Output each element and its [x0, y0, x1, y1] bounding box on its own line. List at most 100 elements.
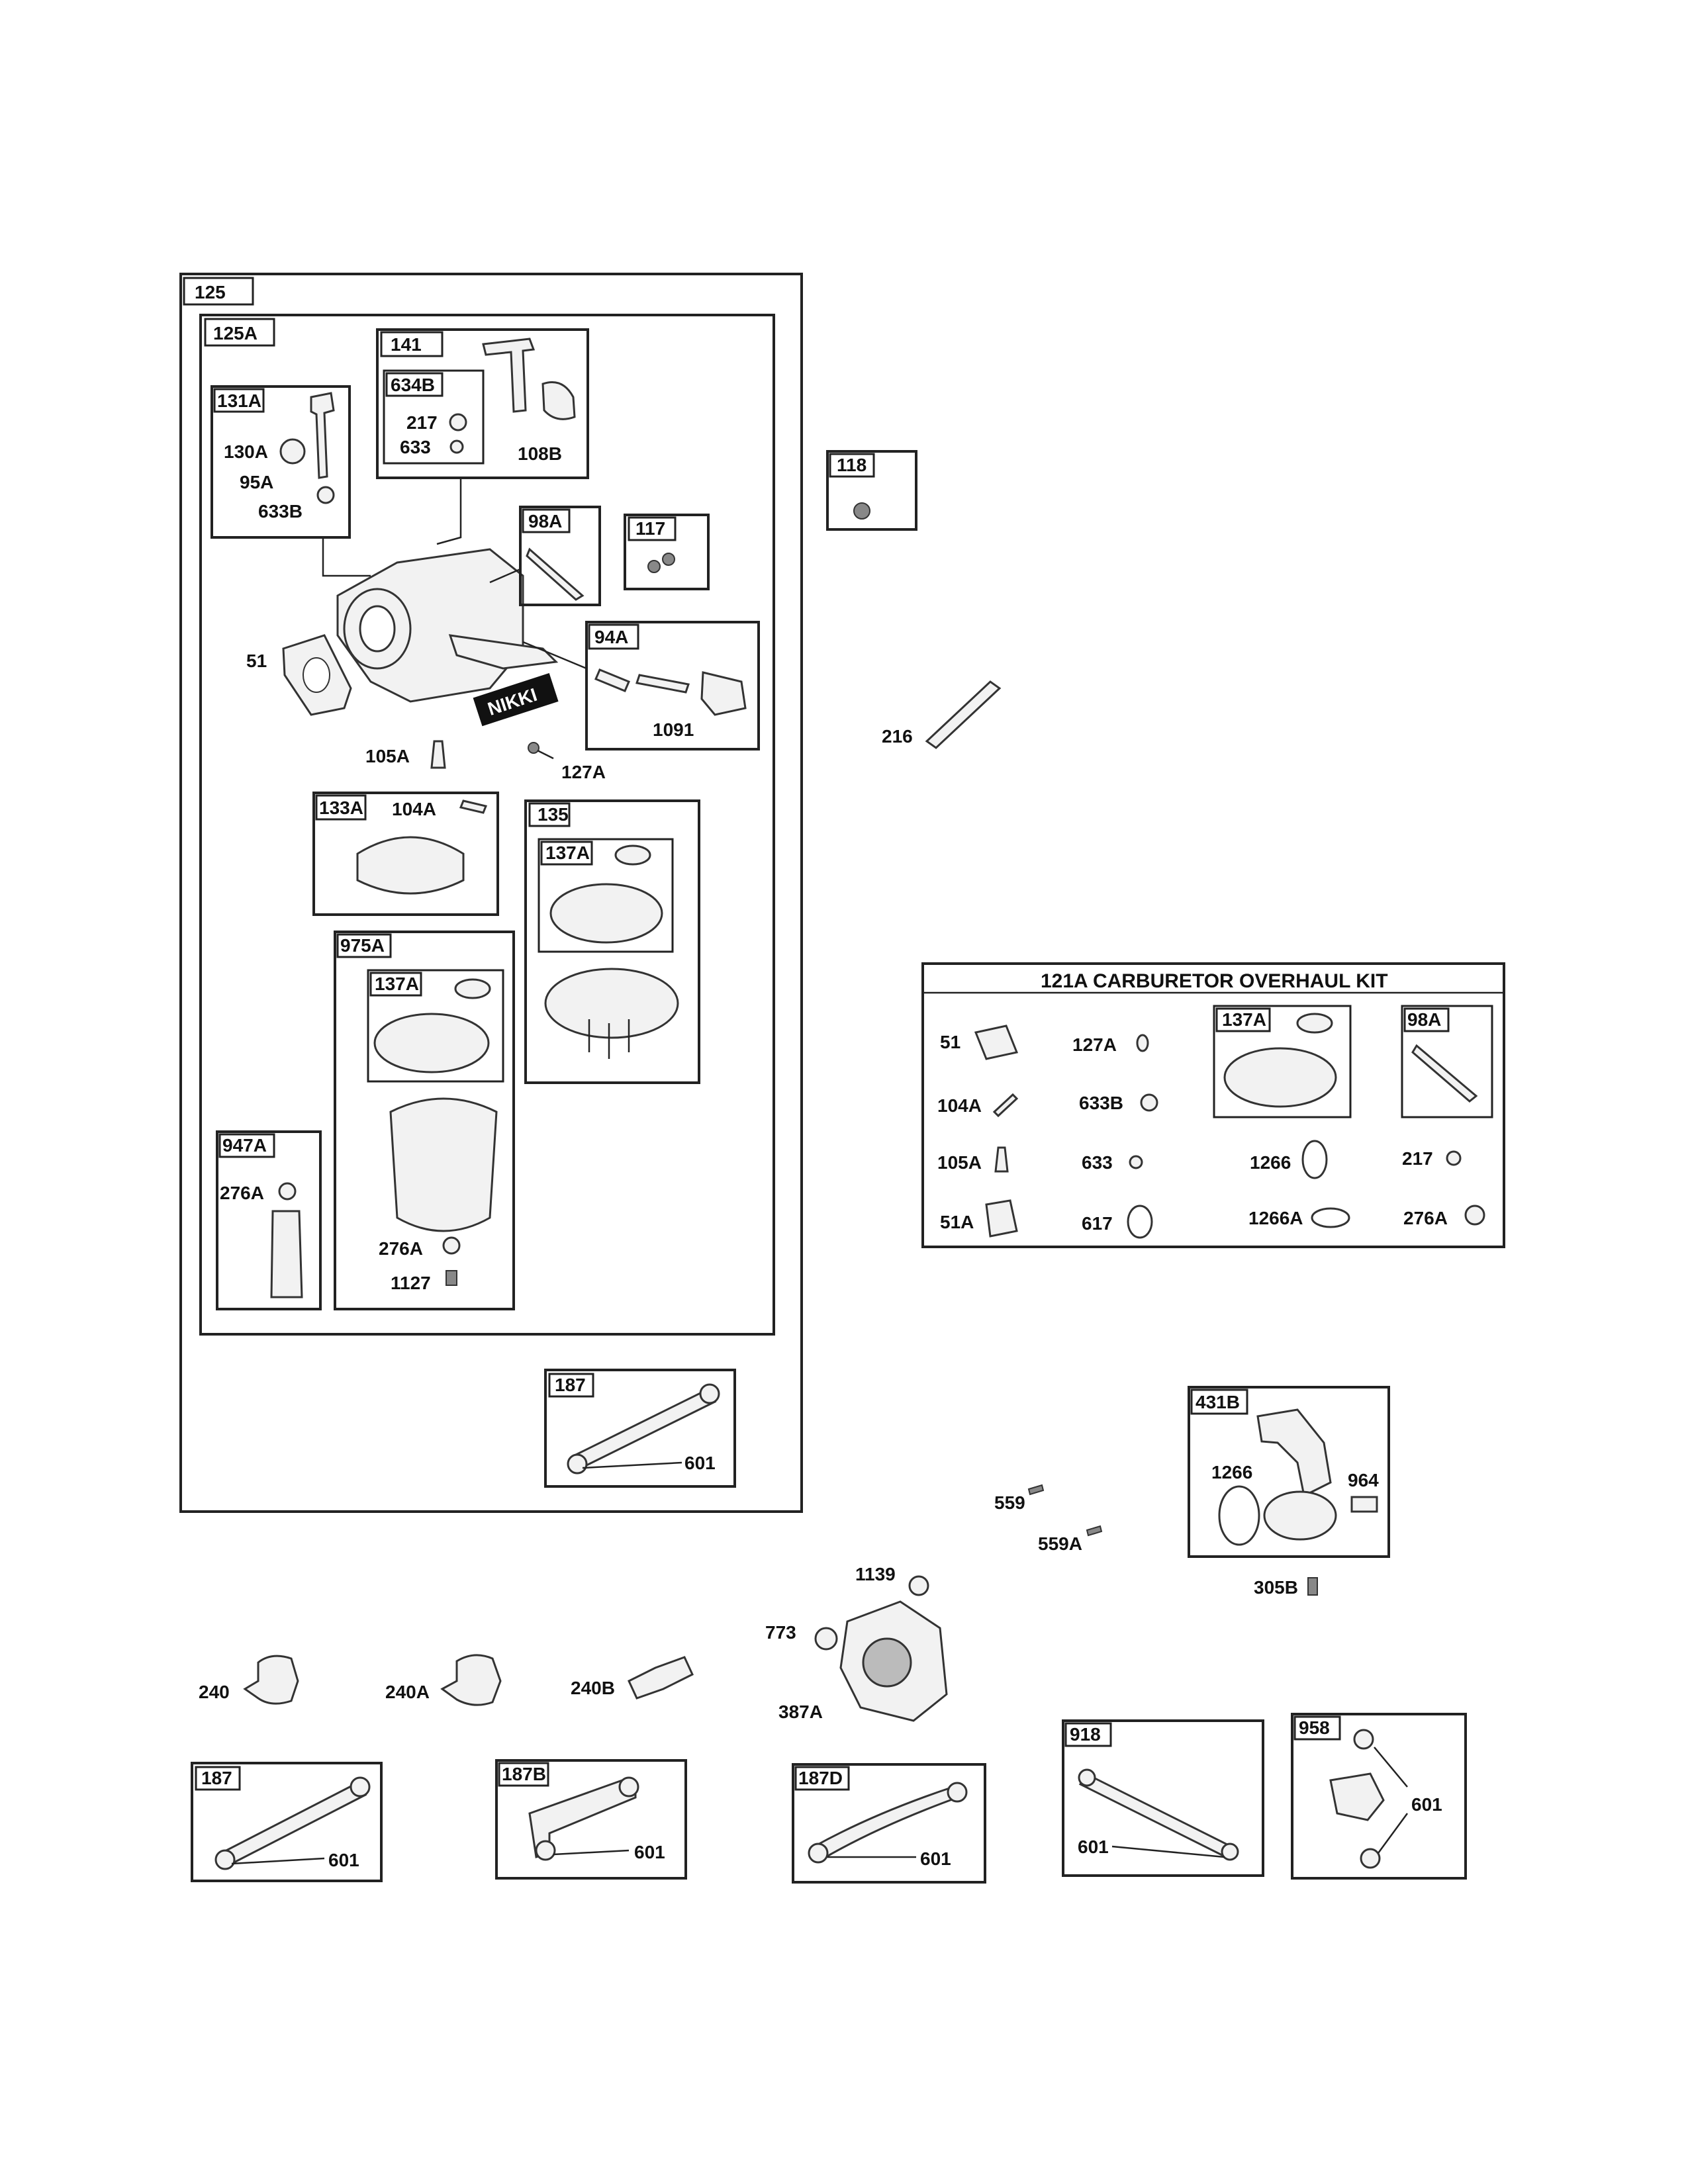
part-559-label: 559: [994, 1492, 1025, 1513]
carburetor-arm-icon: [448, 634, 559, 670]
part-240A-label: 240A: [385, 1682, 430, 1702]
group-118-frame: [826, 450, 917, 531]
group-137A-135-label: 137A: [545, 842, 590, 863]
part-240B-label: 240B: [571, 1678, 615, 1698]
part-559A-label: 559A: [1038, 1533, 1082, 1554]
group-137A-135-frame: [538, 838, 674, 953]
group-634B-label: 634B: [391, 375, 435, 395]
group-118-label: 118: [837, 455, 867, 475]
group-125-frame: [179, 273, 803, 1513]
group-117-label: 117: [635, 518, 665, 539]
part-108B-icon: [541, 381, 576, 420]
part-633B-icon: [316, 486, 335, 504]
part-105A-label: 105A: [365, 746, 410, 766]
group-141-frame: [376, 328, 589, 479]
kit-217-label: 217: [1402, 1148, 1433, 1169]
group-98A-tag: [522, 508, 571, 533]
part-387A-label: 387A: [778, 1702, 823, 1722]
group-431B-label: 431B: [1196, 1392, 1240, 1412]
pointer-601-918: [1111, 1845, 1225, 1858]
part-127A-pointer: [537, 749, 554, 760]
part-95A-label: 95A: [240, 472, 273, 492]
part-51-hole-icon: [303, 657, 330, 693]
group-187D-frame: [792, 1763, 986, 1884]
kit-633-icon: [1129, 1155, 1143, 1169]
oring-975-icon: [454, 978, 491, 999]
group-141-label: 141: [391, 334, 422, 355]
pump-diaphragm-icon: [862, 1637, 912, 1688]
intake-flange-icon: [1263, 1490, 1337, 1541]
kit-137A-label: 137A: [1222, 1009, 1266, 1030]
part-633-label: 633: [400, 437, 431, 457]
part-964-icon: [1350, 1496, 1378, 1513]
kit-137A-frame: [1213, 1005, 1352, 1118]
group-125A-frame: [199, 314, 775, 1336]
part-104A-pin-icon: [459, 799, 488, 814]
connector-98A: [489, 568, 521, 584]
kit-633B-label: 633B: [1079, 1093, 1123, 1113]
group-918-frame: [1062, 1719, 1264, 1877]
part-633-icon: [449, 439, 464, 454]
group-135-tag: [528, 802, 571, 827]
group-958-tag: [1293, 1715, 1341, 1741]
part-633B-label: 633B: [258, 501, 303, 522]
pointer-601-958: [1374, 1747, 1409, 1854]
connector-131A: [322, 537, 371, 577]
part-276A-975-label: 276A: [379, 1238, 423, 1259]
group-133A-label: 133A: [319, 797, 363, 818]
part-217-label: 217: [406, 412, 438, 433]
clamp-187-a: [214, 1849, 236, 1870]
clamp-958-a: [1353, 1729, 1374, 1750]
part-964-label: 964: [1348, 1470, 1379, 1490]
kit-105A-icon: [994, 1146, 1009, 1173]
clamp-187D-a: [808, 1843, 829, 1864]
kit-276A-label: 276A: [1403, 1208, 1448, 1228]
clamp-187B-a: [535, 1840, 556, 1861]
kit-617-icon: [1127, 1205, 1153, 1239]
group-125A-label: 125A: [213, 323, 258, 343]
kit-127A-label: 127A: [1072, 1034, 1117, 1055]
choke-lever-icon: [482, 338, 536, 413]
group-187D-tag: [794, 1766, 850, 1791]
part-240-label: 240: [199, 1682, 230, 1702]
group-118-tag: [829, 453, 875, 478]
kit-51A-label: 51A: [940, 1212, 974, 1232]
group-131A-frame: [211, 385, 351, 539]
pointer-601-187B: [553, 1849, 630, 1856]
group-117-frame: [624, 514, 710, 590]
group-125A-tag: [204, 318, 275, 347]
kit-frame: [921, 962, 1505, 1248]
group-975A-tag: [336, 933, 392, 958]
oring-135-icon: [614, 844, 651, 866]
part-1091-label: 1091: [653, 719, 694, 740]
connector-94A: [522, 641, 587, 670]
float-bowl-icon: [389, 1097, 498, 1232]
part-276A-975-icon: [442, 1236, 461, 1255]
part-1091-icon: [700, 671, 747, 716]
part-133A-float-icon: [356, 836, 465, 895]
group-94A-frame: [585, 621, 760, 751]
part-117-icon-b: [662, 553, 675, 566]
group-98A-frame: [519, 506, 601, 606]
clamp-958-b: [1360, 1848, 1381, 1869]
kit-51-label: 51: [940, 1032, 961, 1052]
group-137A-975-frame: [367, 969, 504, 1083]
group-958-frame: [1291, 1713, 1467, 1880]
part-108B-label: 108B: [518, 443, 562, 464]
part-51-label: 51: [246, 651, 267, 671]
part-276A-947-label: 276A: [220, 1183, 264, 1203]
kit-633-label: 633: [1082, 1152, 1113, 1173]
kit-633B-icon: [1140, 1093, 1158, 1112]
bowl-135-legs: [588, 1019, 630, 1059]
part-216-label: 216: [882, 726, 913, 747]
part-127A-icon: [528, 742, 539, 754]
group-141-tag: [380, 331, 444, 357]
part-601-187-label: 601: [328, 1850, 359, 1870]
part-104A-label: 104A: [392, 799, 436, 819]
part-94A-screw-icon: [635, 674, 690, 694]
part-305B-label: 305B: [1254, 1577, 1298, 1598]
group-187B-frame: [495, 1759, 687, 1880]
hose-187D-icon: [812, 1786, 963, 1860]
